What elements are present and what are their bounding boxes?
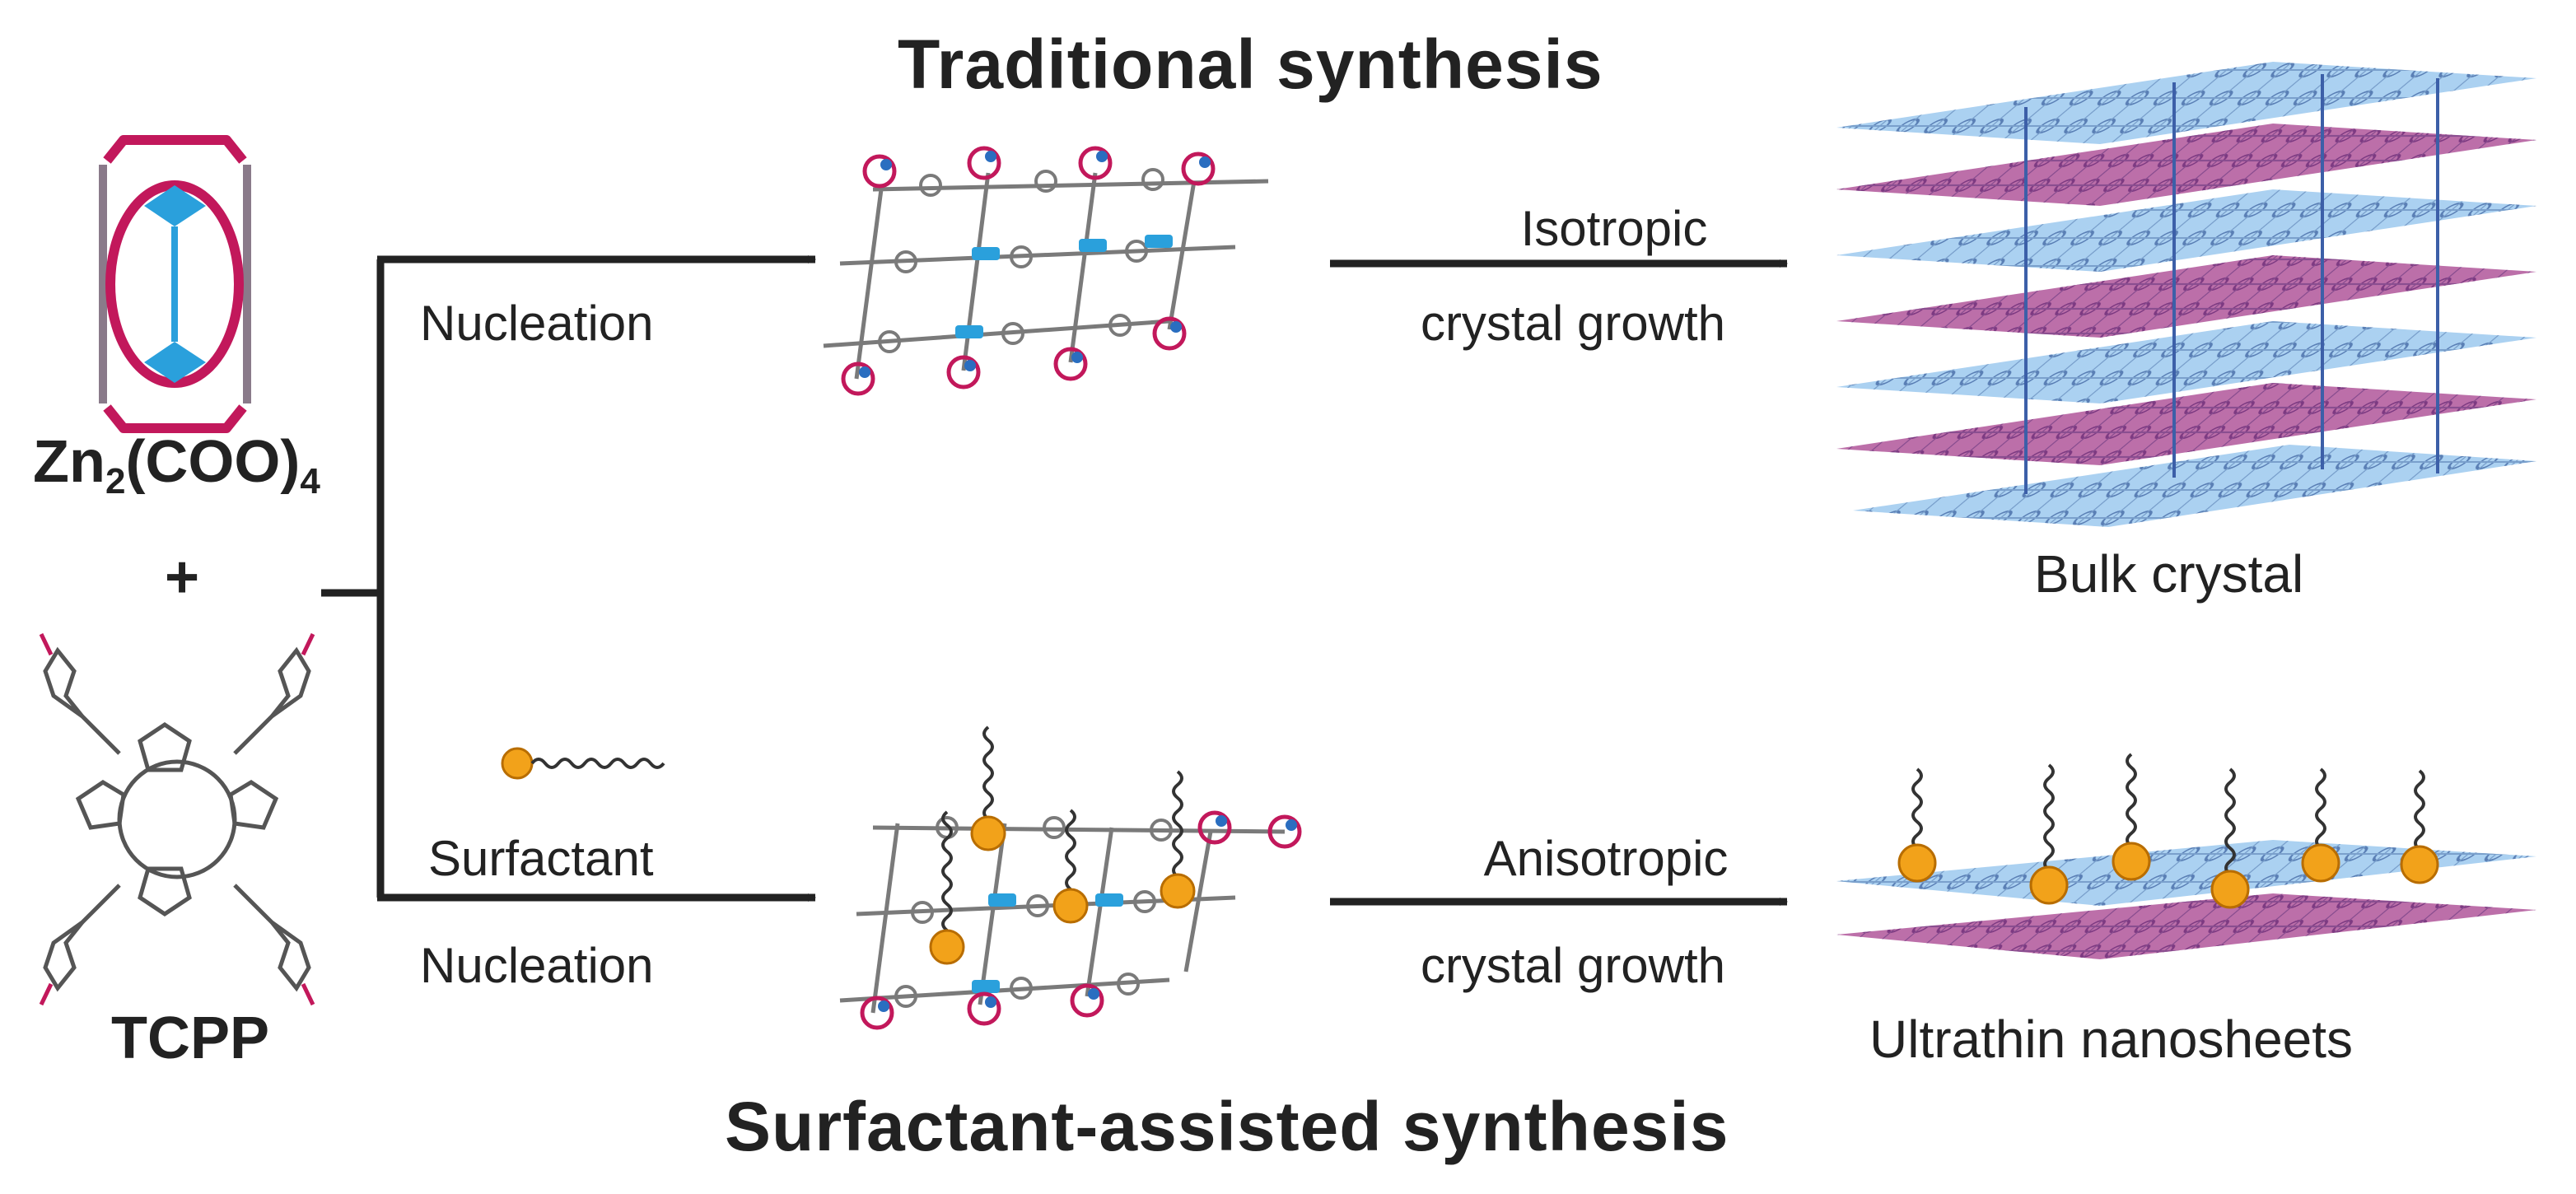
bottom-crystal-growth-label: crystal growth [1420, 938, 1726, 993]
bottom-nucleation-label: Nucleation [420, 938, 654, 993]
tcpp-label: TCPP [111, 1005, 270, 1071]
surfactant-label: Surfactant [428, 831, 654, 886]
surfactant-icon [501, 747, 665, 780]
zn-paddlewheel-icon [99, 135, 251, 433]
isotropic-label: Isotropic [1520, 201, 1708, 256]
ultrathin-nanosheets [1836, 753, 2536, 959]
zn-paddlewheel-label: Zn2(COO)4 [33, 429, 320, 501]
top-nucleus-cluster [823, 146, 1269, 396]
tcpp-molecule-icon [39, 632, 315, 1006]
ultrathin-nanosheets-label: Ultrathin nanosheets [1869, 1010, 2354, 1069]
top-nucleation-label: Nucleation [420, 296, 654, 351]
traditional-synthesis-title: Traditional synthesis [898, 26, 1603, 103]
anisotropic-label: Anisotropic [1483, 831, 1729, 886]
top-crystal-growth-label: crystal growth [1420, 296, 1726, 351]
bulk-crystal-label: Bulk crystal [2034, 544, 2304, 604]
plus-sign: + [165, 544, 200, 610]
branch-arrows [321, 255, 1788, 906]
bottom-nucleus-cluster [839, 725, 1302, 1030]
surfactant-assisted-synthesis-title: Surfactant-assisted synthesis [725, 1088, 1729, 1165]
bulk-crystal-stack [1836, 62, 2536, 527]
